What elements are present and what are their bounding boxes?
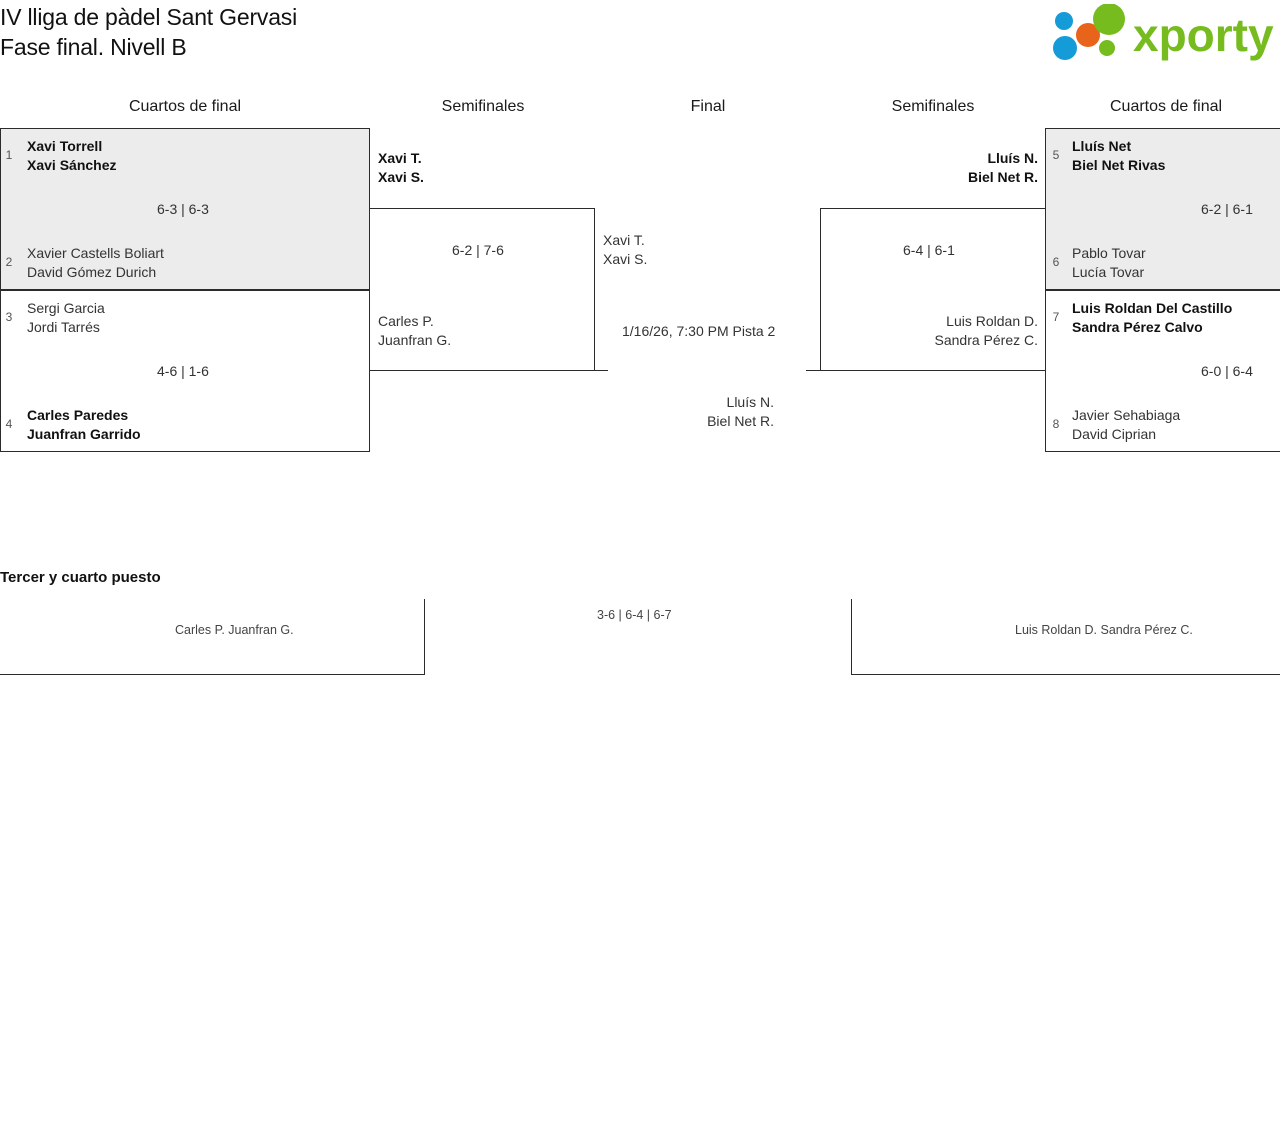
seed-3: 3 <box>5 310 13 324</box>
score-qf-right-1: 6-2 | 6-1 <box>1201 201 1253 217</box>
seed-2: 2 <box>5 255 13 269</box>
match-qf-right-1[interactable] <box>1045 128 1280 290</box>
team-qf-right-2-bottom: Javier Sehabiaga David Ciprian <box>1072 407 1181 442</box>
team-sf-left-bottom: Carles P. Juanfran G. <box>378 313 452 348</box>
team-sf-left-top: Xavi T. Xavi S. <box>378 150 424 185</box>
logo-dot-green-large <box>1093 4 1125 35</box>
page-title: IV lliga de pàdel Sant Gervasi Fase fina… <box>0 2 700 62</box>
team-qf-left-2-top: Sergi Garcia Jordi Tarrés <box>27 300 105 335</box>
seed-5: 5 <box>1052 148 1060 162</box>
final-left-foot <box>594 370 608 371</box>
score-third-place: 3-6 | 6-4 | 6-7 <box>597 608 672 622</box>
round-header-qf-left: Cuartos de final <box>128 98 242 115</box>
logo-wordmark: xporty <box>1133 9 1274 61</box>
team-final-left: Xavi T. Xavi S. <box>603 232 648 267</box>
team-qf-left-2-bottom: Carles Paredes Juanfran Garrido <box>27 407 141 442</box>
team-sf-right-top: Lluís N. Biel Net R. <box>967 150 1038 185</box>
logo-dot-blue-medium <box>1053 36 1077 60</box>
final-right-foot <box>806 370 821 371</box>
xporty-logo-icon: xporty <box>1053 4 1274 61</box>
score-sf-right: 6-4 | 6-1 <box>903 242 955 258</box>
third-place-left-box[interactable] <box>0 599 425 675</box>
score-sf-left: 6-2 | 7-6 <box>452 242 504 258</box>
score-qf-left-1: 6-3 | 6-3 <box>157 201 209 217</box>
round-header-qf-right: Cuartos de final <box>1110 98 1223 115</box>
team-qf-left-1-bottom: Xavier Castells Boliart David Gómez Duri… <box>27 245 164 280</box>
seed-1: 1 <box>5 148 13 162</box>
match-sf-right[interactable] <box>820 208 1046 371</box>
round-header-final: Final <box>690 98 726 115</box>
seed-8: 8 <box>1052 417 1060 431</box>
final-left-stem <box>594 208 595 371</box>
match-qf-right-2[interactable] <box>1045 290 1280 452</box>
team-qf-right-1-top: Lluís Net Biel Net Rivas <box>1072 138 1166 173</box>
logo-dot-green-small <box>1099 40 1115 56</box>
match-qf-left-2[interactable] <box>0 290 370 452</box>
team-qf-left-1-top: Xavi Torrell Xavi Sánchez <box>27 138 117 173</box>
team-qf-right-1-bottom: Pablo Tovar Lucía Tovar <box>1072 245 1146 280</box>
team-sf-right-bottom: Luis Roldan D. Sandra Pérez C. <box>934 313 1039 348</box>
round-header-sf-left: Semifinales <box>441 98 525 115</box>
round-header-sf-right: Semifinales <box>891 98 975 115</box>
team-third-place-right: Luis Roldan D. Sandra Pérez C. <box>1015 623 1193 637</box>
seed-4: 4 <box>5 417 13 431</box>
team-final-right: Lluís N. Biel Net R. <box>707 394 774 429</box>
score-qf-right-2: 6-0 | 6-4 <box>1201 363 1253 379</box>
title-line-1: IV lliga de pàdel Sant Gervasi <box>0 4 298 30</box>
team-qf-right-2-top: Luis Roldan Del Castillo Sandra Pérez Ca… <box>1072 300 1233 335</box>
final-schedule: 1/16/26, 7:30 PM Pista 2 <box>622 323 776 339</box>
team-third-place-left: Carles P. Juanfran G. <box>175 623 294 637</box>
third-place-right-box[interactable] <box>851 599 1280 675</box>
logo-dot-orange <box>1076 23 1100 47</box>
score-qf-left-2: 4-6 | 1-6 <box>157 363 209 379</box>
seed-7: 7 <box>1052 310 1060 324</box>
seed-6: 6 <box>1052 255 1060 269</box>
third-place-title: Tercer y cuarto puesto <box>0 569 161 586</box>
xporty-logo[interactable]: xporty <box>1045 4 1277 64</box>
logo-dot-blue-small <box>1055 12 1073 30</box>
title-line-2: Fase final. Nivell B <box>0 34 187 60</box>
